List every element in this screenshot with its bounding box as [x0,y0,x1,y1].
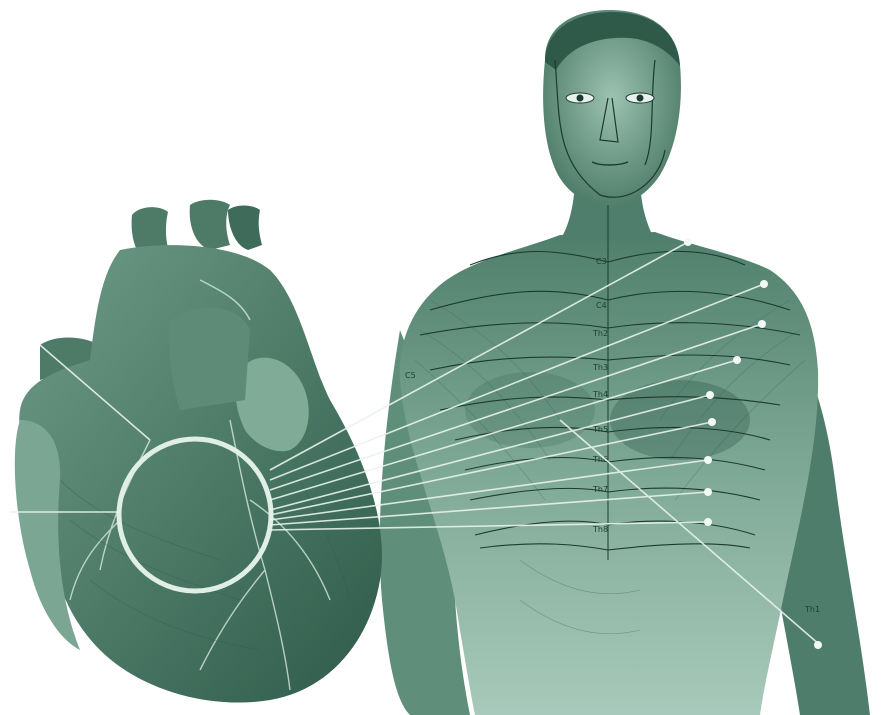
right-pectoral [465,372,595,448]
label-c3: C3 [596,257,607,266]
aortic-vessel-2 [190,200,230,250]
label-c4: C4 [596,301,607,310]
label-th4: Th4 [592,390,608,399]
label-th5: Th5 [592,425,608,434]
label-th3: Th3 [592,363,608,372]
right-pupil [577,95,584,102]
heart-figure [15,200,382,703]
pulmonary-trunk [169,308,250,410]
human-torso-figure: C3 C4 Th2 Th3 Th4 Th5 Th6 Th7 Th8 C5 Th1 [380,10,870,715]
label-c5: C5 [405,371,416,380]
label-th1: Th1 [804,605,820,614]
left-pupil [637,95,644,102]
label-th8: Th8 [592,525,608,534]
aortic-vessel-3 [228,206,262,251]
label-th2: Th2 [592,329,608,338]
label-th7: Th7 [592,485,608,494]
